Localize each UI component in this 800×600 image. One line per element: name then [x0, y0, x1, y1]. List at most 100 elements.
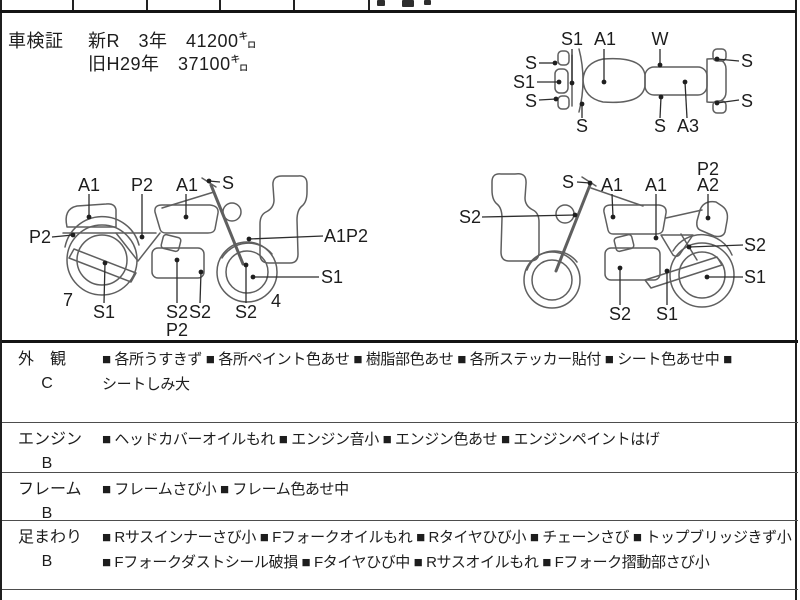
leader-dot [102, 260, 108, 266]
damage-code-label-A1: A1 [594, 29, 616, 49]
table-divider [219, 0, 221, 10]
leader-dot [569, 80, 575, 86]
row-content-cell: ■ 各所うすきず ■ 各所ペイント色あせ ■ 樹脂部色あせ ■ 各所ステッカー貼… [94, 348, 798, 422]
damage-code-label-S: S [222, 173, 234, 193]
damage-code-label-P2: P2 [697, 159, 719, 179]
leader-dot [579, 101, 585, 107]
damage-code-label-A1: A1 [78, 175, 100, 195]
rear-signal-left [712, 48, 727, 62]
tail-cowl [696, 200, 729, 238]
leader-line [199, 271, 202, 304]
shaken-block: 車検証 新R 3年 41200㌔ 旧H29年 37100㌔ [8, 30, 257, 76]
leader-line [103, 262, 106, 304]
motorcycle-left-side-outline [491, 172, 735, 309]
carburetor [613, 233, 635, 253]
grade-badge: B [41, 553, 53, 570]
damage-code-label-S1: S1 [561, 29, 583, 49]
cut-off-text-fragment [402, 0, 414, 7]
damage-code-label-S1: S1 [93, 302, 115, 322]
table-divider [368, 0, 370, 10]
damage-code-label-S1: S1 [656, 304, 678, 324]
leader-line [481, 214, 576, 218]
section-label: 外 観 [18, 351, 67, 368]
leader-dot [572, 212, 578, 218]
damage-code-label-S: S [525, 91, 537, 111]
front-fork [554, 183, 592, 273]
damage-code-label-A1P2: A1P2 [324, 226, 368, 246]
damage-code-label-A1: A1 [645, 175, 667, 195]
table-divider [146, 0, 148, 10]
table-row-frame: フレーム B ■ フレームさび小 ■ フレーム色あせ中 [2, 473, 798, 522]
damage-code-label-P2: P2 [131, 175, 153, 195]
row-label-cell: 足まわり B [2, 526, 94, 589]
leader-dot [139, 234, 145, 240]
fuel-tank-top [582, 57, 646, 104]
shaken-old-mileage: 旧H29年 37100㌔ [88, 54, 250, 74]
defect-line: シートしみ大 [102, 375, 190, 393]
leader-dot [552, 60, 558, 66]
defect-line: ■ Fフォークダストシール破損 ■ Fタイヤひび中 ■ Rサスオイルもれ ■ F… [102, 553, 710, 571]
leader-dot [704, 274, 710, 280]
row-content-cell: ■ ヘッドカバーオイルもれ ■ エンジン音小 ■ エンジン色あせ ■ エンジンペ… [94, 428, 798, 472]
leader-dot [705, 215, 711, 221]
defect-line: ■ フレームさび小 ■ フレーム色あせ中 [102, 481, 349, 498]
leader-dot [714, 56, 720, 62]
front-wheel [216, 241, 278, 303]
front-wheel-top [554, 68, 569, 94]
section-label: フレーム [18, 481, 82, 498]
table-row-exterior: 外 観 C ■ 各所うすきず ■ 各所ペイント色あせ ■ 樹脂部色あせ ■ 各所… [2, 343, 798, 423]
rear-wheel-rim [678, 251, 726, 299]
detached-cowl-piece [491, 172, 540, 262]
seat-line [665, 209, 703, 219]
leader-dot [658, 94, 664, 100]
front-fender [221, 242, 273, 259]
leader-dot [610, 214, 616, 220]
leader-dot [243, 262, 249, 268]
frame-top-tube [161, 191, 215, 209]
seat-top [644, 66, 708, 96]
tail-cowl [65, 203, 117, 228]
rear-fender [672, 233, 733, 256]
top-table-partial-row [0, 0, 796, 13]
left-mirror [557, 50, 570, 66]
sheet-right-border [795, 0, 797, 600]
frame-tube [115, 232, 161, 262]
engine [151, 247, 205, 279]
leader-dot [174, 257, 180, 263]
damage-code-label-S: S [741, 51, 753, 71]
leader-dot [246, 236, 252, 242]
leader-line [716, 58, 740, 62]
leader-dot [682, 79, 688, 85]
damage-code-label-S2: S2 [235, 302, 257, 322]
section-label: 足まわり [18, 529, 83, 546]
table-row-undercarriage: 足まわり B ■ Rサスインナーさび小 ■ Fフォークオイルもれ ■ Rタイヤひ… [2, 521, 798, 590]
damage-code-label-A1: A1 [601, 175, 623, 195]
shaken-label: 車検証 [8, 31, 64, 51]
leader-dot [250, 274, 256, 280]
leader-dot [183, 214, 189, 220]
section-label: エンジン [18, 431, 83, 448]
cut-off-text-fragment [424, 0, 431, 5]
damage-code-label-P2: P2 [29, 227, 51, 247]
damage-code-label-7: 7 [63, 290, 73, 310]
damage-code-label-A3: A3 [677, 116, 699, 136]
damage-code-label-S1: S1 [744, 267, 766, 287]
leader-line [688, 244, 744, 248]
leader-line [684, 81, 688, 119]
leader-dot [553, 96, 559, 102]
engine [604, 247, 661, 281]
damage-code-label-S: S [525, 53, 537, 73]
leader-dot [206, 178, 212, 184]
leader-dot [686, 244, 692, 250]
damage-code-label-S2: S2 [166, 302, 188, 322]
damage-code-label-4: 4 [271, 291, 281, 311]
leader-dot [617, 265, 623, 271]
muffler [644, 256, 723, 289]
damage-code-label-A1: A1 [176, 175, 198, 195]
front-fork [209, 183, 245, 266]
leader-line [51, 234, 74, 238]
damage-code-label-S: S [562, 172, 574, 192]
